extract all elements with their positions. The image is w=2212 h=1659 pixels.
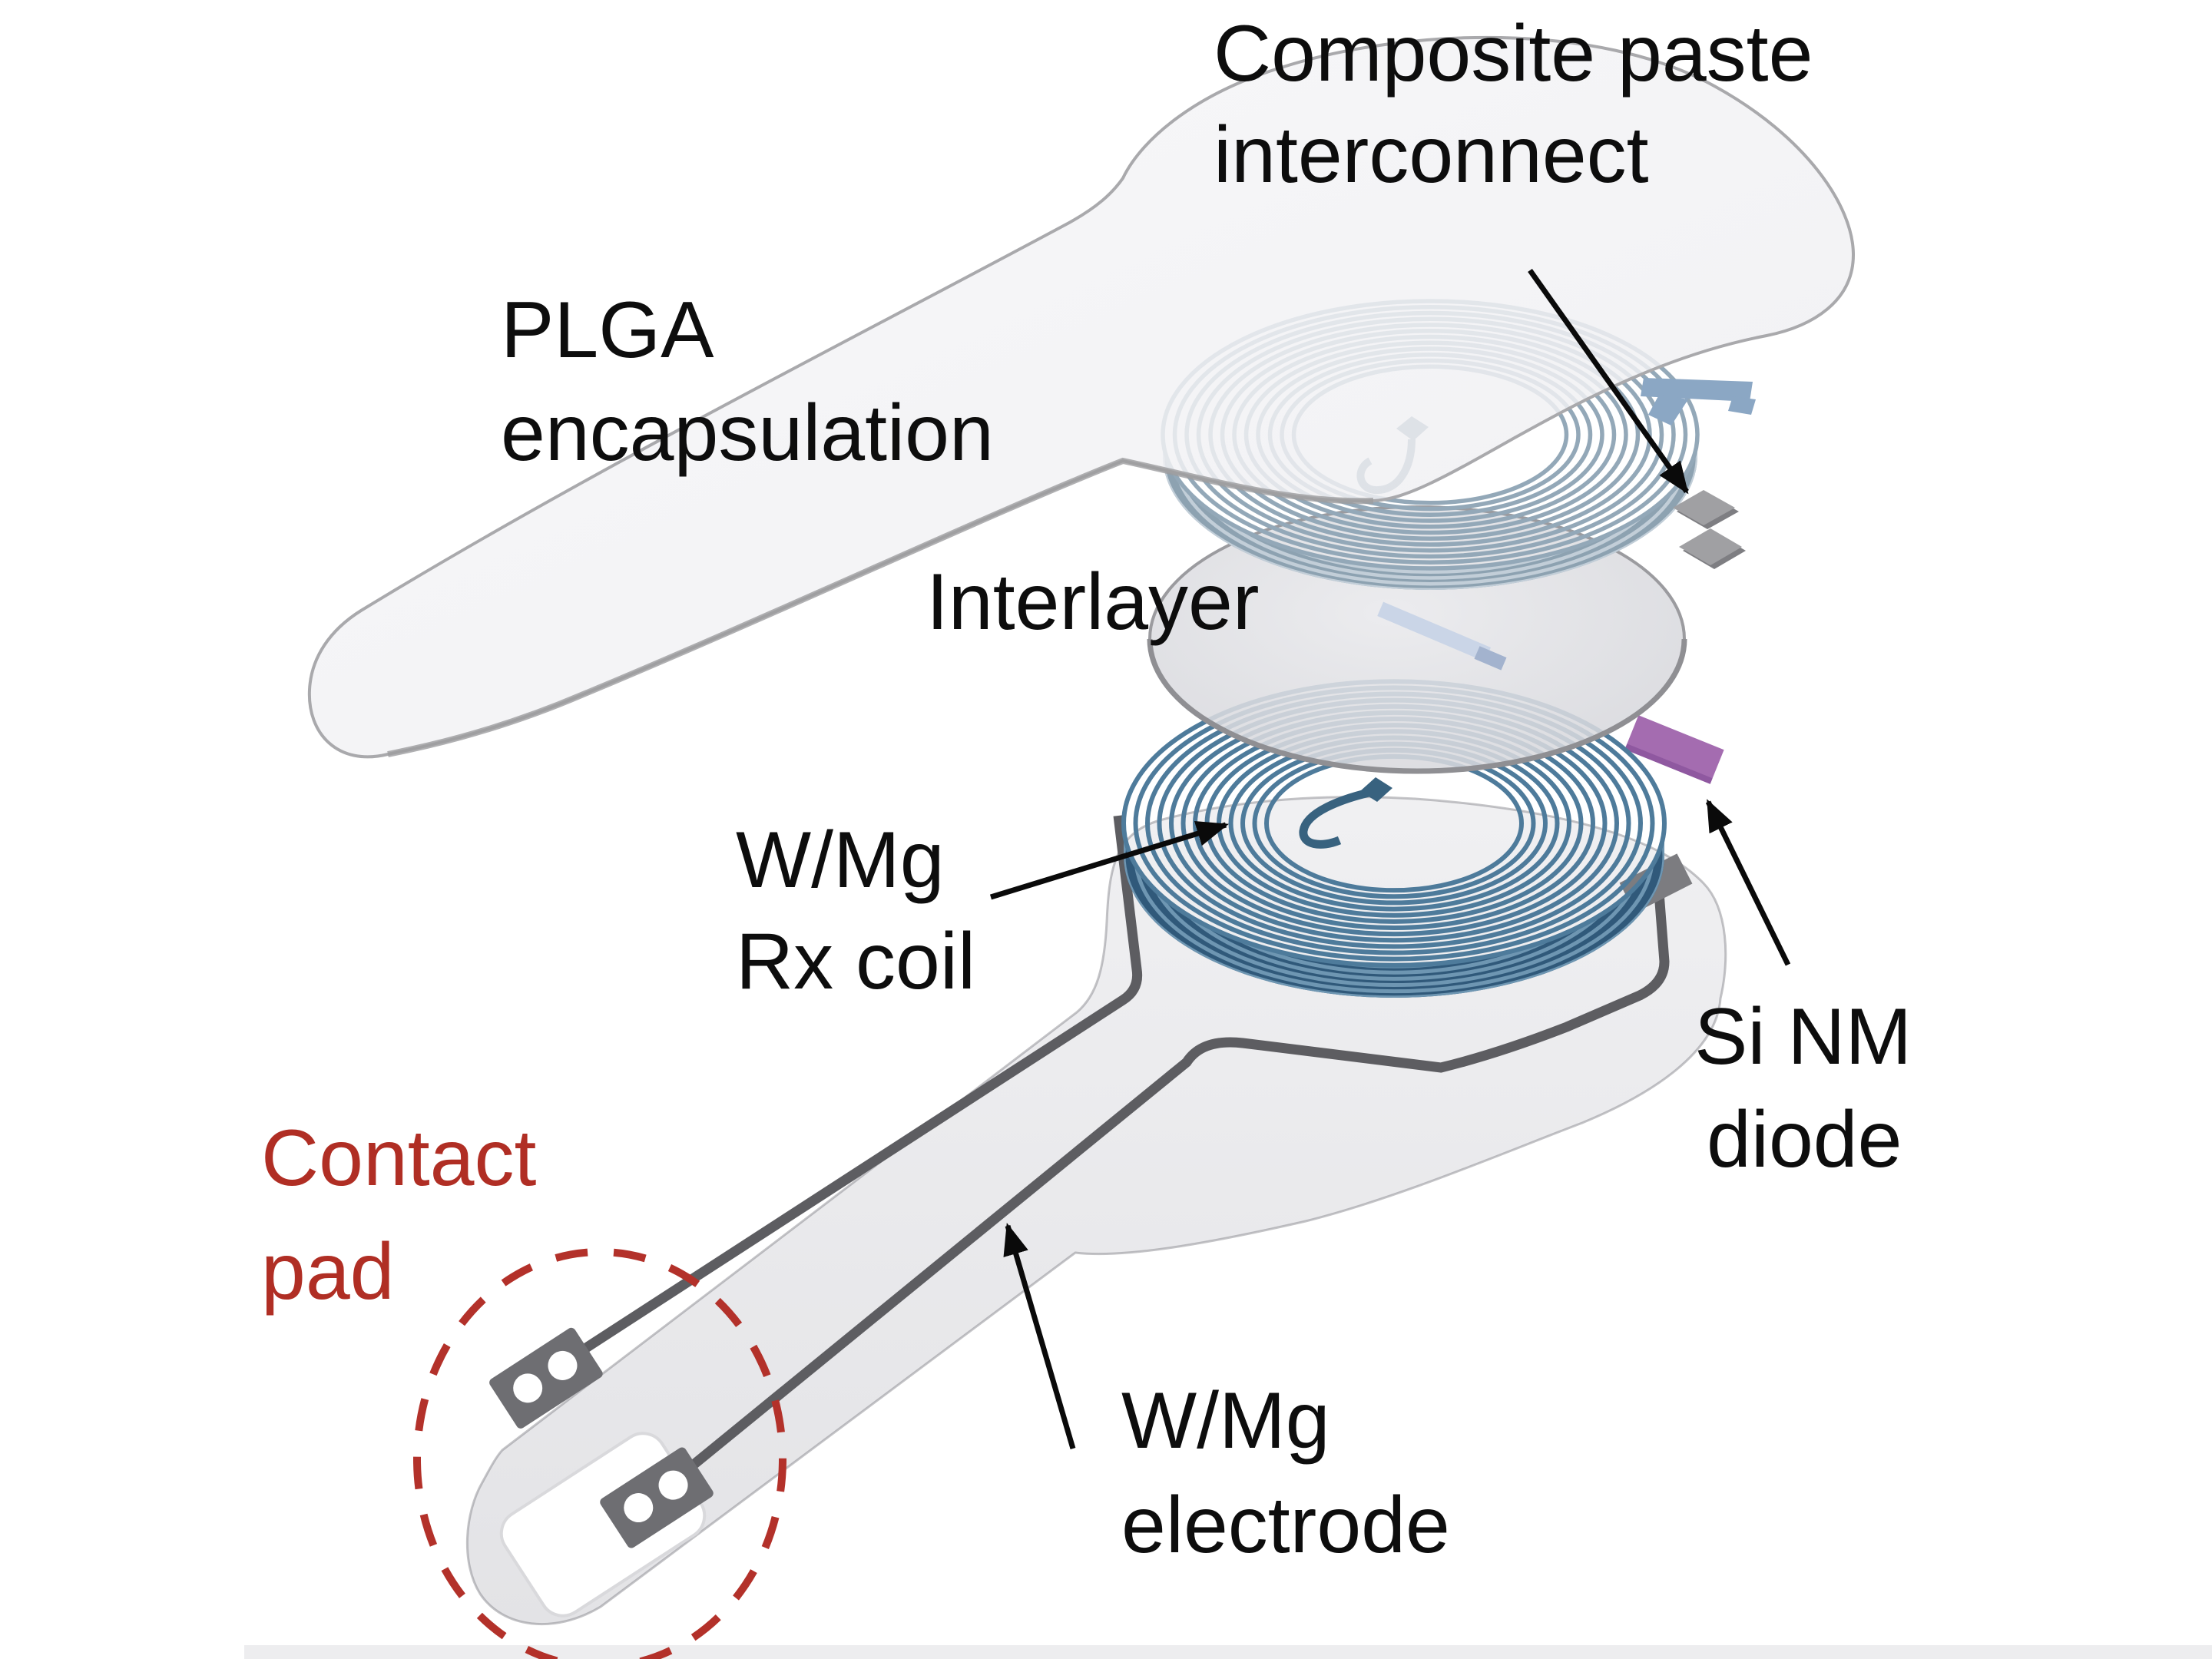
interlayer-disc-rim <box>1147 638 1687 774</box>
label-plga-line2: encapsulation <box>501 389 994 478</box>
label-composite-paste-line2: interconnect <box>1214 111 1649 200</box>
electrode-trace-right <box>661 892 1670 1493</box>
composite-paste-dots <box>1673 490 1746 569</box>
label-interlayer: Interlayer <box>926 558 1260 647</box>
label-diode-line1: Si NM <box>1694 992 1912 1081</box>
contact-pad-highlight-circle <box>413 1248 786 1659</box>
interconnect-hook <box>1641 378 1756 426</box>
interlayer-connector-bar <box>1377 601 1507 671</box>
rx-coil-wall <box>1124 823 1664 998</box>
electrode-trace-left <box>544 815 1143 1378</box>
arrow-rx-coil <box>989 821 1230 900</box>
contact-pad-upper <box>489 1327 603 1429</box>
label-contact-pad-line1: Contact <box>261 1114 537 1203</box>
label-electrode-line2: electrode <box>1121 1481 1450 1570</box>
arrow-composite-paste <box>1528 268 1689 495</box>
arrow-si-nm-diode <box>1705 799 1791 966</box>
label-rx-coil-line1: W/Mg <box>736 816 945 905</box>
label-plga-line1: PLGA <box>501 286 714 375</box>
contact-pad-lower <box>600 1447 714 1548</box>
bottom-panel-edge <box>244 1645 2212 1659</box>
rx-coil-center-hook <box>1299 786 1377 849</box>
label-contact-pad-line2: pad <box>261 1227 395 1316</box>
label-composite-paste-line1: Composite paste <box>1214 9 1813 98</box>
plga-bottom-edge <box>387 457 1374 757</box>
rx-coil-center-terminal <box>1360 777 1392 802</box>
label-rx-coil-line2: Rx coil <box>736 917 976 1006</box>
label-electrode-line1: W/Mg <box>1121 1376 1330 1465</box>
arrow-electrode <box>1003 1222 1076 1449</box>
si-nm-diode <box>1624 715 1724 784</box>
label-diode-line2: diode <box>1707 1095 1902 1184</box>
